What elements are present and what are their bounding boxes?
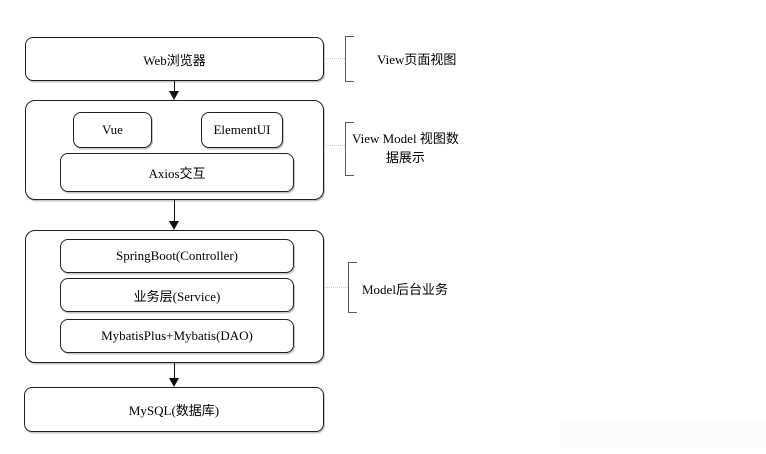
model-annotation: Model后台业务 — [362, 282, 448, 297]
mysql-box: MySQL(数据库) — [24, 387, 324, 432]
down-arrow-icon — [169, 91, 179, 100]
down-arrow-line — [174, 81, 175, 92]
mybatis-label: MybatisPlus+Mybatis(DAO) — [101, 328, 253, 343]
view-model-annotation-line2: 据展示 — [385, 150, 425, 165]
web-browser-box: Web浏览器 — [25, 37, 324, 81]
axios-label: Axios交互 — [148, 166, 206, 181]
dotted-connector — [324, 145, 345, 146]
view-model-group-box: Vue ElementUI Axios交互 — [25, 100, 324, 200]
view-model-annotation: View Model 视图数 据展示 — [352, 129, 459, 167]
bracket — [348, 262, 357, 313]
view-annotation: View页面视图 — [377, 52, 457, 67]
model-group-box: SpringBoot(Controller) 业务层(Service) Myba… — [25, 230, 324, 363]
down-arrow-icon — [169, 221, 179, 230]
springboot-label: SpringBoot(Controller) — [115, 248, 239, 263]
elementui-label: ElementUI — [213, 122, 271, 137]
view-model-annotation-line1: View Model 视图数 — [352, 131, 459, 146]
dotted-connector — [324, 58, 345, 59]
down-arrow-line — [174, 200, 175, 222]
vue-box: Vue — [73, 112, 152, 148]
bracket — [345, 122, 354, 176]
axios-box: Axios交互 — [60, 153, 294, 192]
bracket — [345, 36, 354, 82]
down-arrow-line — [174, 363, 175, 379]
springboot-box: SpringBoot(Controller) — [60, 239, 294, 273]
dotted-connector — [324, 287, 348, 288]
service-box: 业务层(Service) — [60, 278, 294, 312]
elementui-box: ElementUI — [201, 112, 283, 148]
watermark-strip — [559, 421, 766, 448]
down-arrow-icon — [169, 378, 179, 387]
mysql-label: MySQL(数据库) — [128, 403, 220, 418]
service-label: 业务层(Service) — [133, 288, 221, 304]
vue-label: Vue — [102, 122, 123, 137]
mybatis-box: MybatisPlus+Mybatis(DAO) — [60, 319, 294, 353]
web-browser-label: Web浏览器 — [143, 52, 206, 68]
